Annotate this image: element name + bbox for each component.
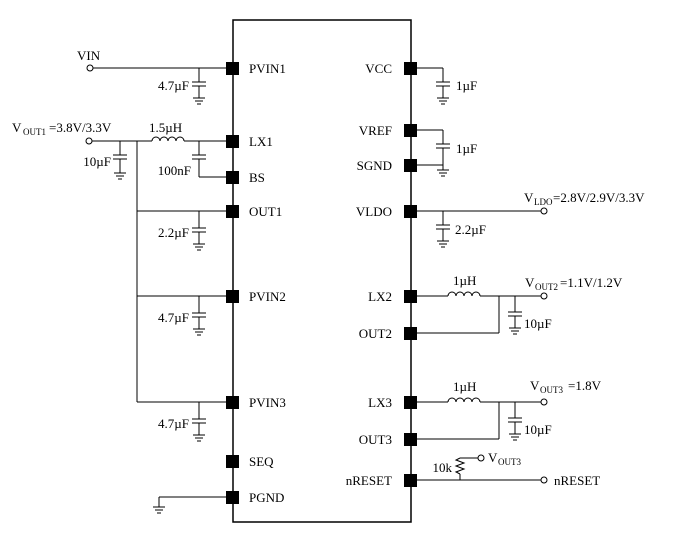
pin-out2 bbox=[404, 327, 417, 340]
pin-pgnd bbox=[226, 491, 239, 504]
capacitor-bs bbox=[192, 141, 226, 178]
nreset-terminal bbox=[540, 476, 548, 484]
pin-label-pvin3: PVIN3 bbox=[249, 395, 286, 410]
vout1-label-value: =3.8V/3.3V bbox=[49, 120, 112, 135]
pin-label-vref: VREF bbox=[359, 123, 392, 138]
nreset-net bbox=[417, 454, 548, 484]
pin-label-pvin2: PVIN2 bbox=[249, 289, 286, 304]
vout3-label-v: V bbox=[530, 378, 540, 393]
pin-label-out2: OUT2 bbox=[359, 326, 392, 341]
pin-label-pvin1: PVIN1 bbox=[249, 61, 286, 76]
pin-label-seq: SEQ bbox=[249, 454, 274, 469]
capacitor-out1 bbox=[192, 211, 206, 251]
l-lx1-label: 1.5µH bbox=[149, 120, 182, 135]
pin-label-bs: BS bbox=[249, 170, 265, 185]
resistor-nreset bbox=[454, 457, 466, 475]
vout2-terminal bbox=[540, 292, 548, 300]
nreset-net-label: nRESET bbox=[554, 473, 600, 488]
vldo-label-value: =2.8V/2.9V/3.3V bbox=[553, 190, 645, 205]
capacitor-pvin1 bbox=[192, 68, 206, 105]
pin-label-out1: OUT1 bbox=[249, 204, 282, 219]
l-lx3-label: 1µH bbox=[453, 379, 476, 394]
pullup-label-v: V bbox=[488, 450, 498, 465]
pin-pvin1 bbox=[226, 62, 239, 75]
vldo-label-v: V bbox=[524, 190, 534, 205]
pin-label-vcc: VCC bbox=[365, 61, 392, 76]
pin-label-lx3: LX3 bbox=[368, 395, 392, 410]
ic-body bbox=[232, 19, 412, 523]
pullup-label-sub: OUT3 bbox=[498, 457, 521, 467]
capacitor-pvin2 bbox=[192, 296, 206, 336]
inductor-lx3 bbox=[447, 397, 481, 403]
vout3-pullup-terminal bbox=[477, 454, 485, 462]
vin-label: VIN bbox=[77, 48, 101, 63]
c-out3-label: 10µF bbox=[524, 422, 552, 437]
c-vref-label: 1µF bbox=[456, 141, 477, 156]
vout1-net bbox=[85, 137, 226, 403]
pin-seq bbox=[226, 455, 239, 468]
vout1-label-sub: OUT1 bbox=[23, 127, 46, 137]
pin-sgnd bbox=[404, 159, 417, 172]
pin-nreset bbox=[404, 474, 417, 487]
capacitor-vout1 bbox=[113, 141, 127, 180]
vldo-terminal bbox=[540, 207, 548, 215]
c-vcc-label: 1µF bbox=[456, 78, 477, 93]
pin-lx3 bbox=[404, 396, 417, 409]
c-bs-label: 100nF bbox=[158, 163, 191, 178]
vout2-label-sub: OUT2 bbox=[535, 282, 558, 292]
vout1-terminal bbox=[85, 137, 93, 145]
capacitor-vcc bbox=[417, 67, 450, 105]
c-vldo-label: 2.2µF bbox=[455, 222, 486, 237]
vout3-label-value: =1.8V bbox=[568, 378, 602, 393]
vin-net: VIN bbox=[77, 48, 226, 72]
vout3-terminal bbox=[540, 398, 548, 406]
c-pvin1-label: 4.7µF bbox=[158, 78, 189, 93]
pin-vldo bbox=[404, 205, 417, 218]
pin-vref bbox=[404, 124, 417, 137]
pin-out3 bbox=[404, 433, 417, 446]
pin-lx1 bbox=[226, 135, 239, 148]
pin-vcc bbox=[404, 62, 417, 75]
vout3-net bbox=[417, 397, 548, 441]
c-out1-label: 2.2µF bbox=[158, 225, 189, 240]
pin-label-pgnd: PGND bbox=[249, 490, 284, 505]
vout3-label-sub: OUT3 bbox=[540, 385, 563, 395]
pin-label-lx2: LX2 bbox=[368, 289, 392, 304]
pin-label-nreset: nRESET bbox=[346, 473, 392, 488]
pgnd-ground bbox=[153, 496, 226, 514]
l-lx2-label: 1µH bbox=[453, 273, 476, 288]
c-pvin2-label: 4.7µF bbox=[158, 310, 189, 325]
r-nreset-label: 10k bbox=[433, 460, 453, 475]
vout2-net bbox=[417, 291, 548, 335]
capacitor-pvin3 bbox=[192, 402, 206, 442]
vin-terminal bbox=[86, 64, 94, 72]
pin-label-sgnd: SGND bbox=[357, 158, 392, 173]
inductor-lx2 bbox=[447, 291, 481, 297]
vout2-label-value: =1.1V/1.2V bbox=[560, 275, 623, 290]
pin-lx2 bbox=[404, 290, 417, 303]
pin-label-lx1: LX1 bbox=[249, 134, 273, 149]
inductor-lx1 bbox=[151, 136, 185, 142]
c-out2-label: 10µF bbox=[524, 316, 552, 331]
pin-pvin3 bbox=[226, 396, 239, 409]
vldo-label-sub: LDO bbox=[534, 197, 553, 207]
capacitor-vref bbox=[417, 129, 450, 177]
pin-pvin2 bbox=[226, 290, 239, 303]
pin-bs bbox=[226, 171, 239, 184]
vout1-label-v: V bbox=[12, 120, 22, 135]
pin-out1 bbox=[226, 205, 239, 218]
c-pvin3-label: 4.7µF bbox=[158, 416, 189, 431]
vout2-label-v: V bbox=[525, 275, 535, 290]
pin-label-out3: OUT3 bbox=[359, 432, 392, 447]
c-vout1-label: 10µF bbox=[83, 154, 111, 169]
pin-label-vldo: VLDO bbox=[356, 204, 392, 219]
vldo-net bbox=[417, 207, 548, 248]
